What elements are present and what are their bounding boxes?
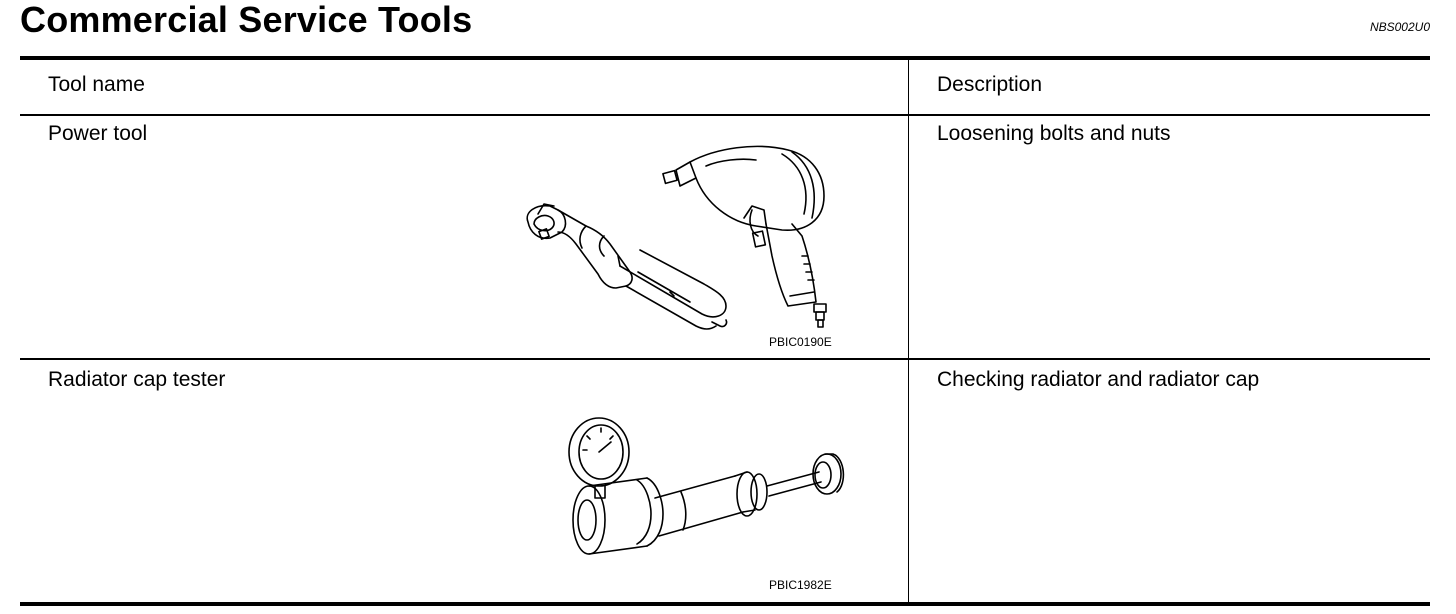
tool-name-cell: Power tool (48, 122, 148, 145)
figure-code: PBIC0190E (769, 335, 832, 349)
figure-code: PBIC1982E (769, 578, 832, 592)
page-title: Commercial Service Tools (20, 0, 473, 40)
header-description: Description (937, 73, 1043, 96)
tools-table: Tool name Description Power tool Looseni… (20, 56, 1430, 606)
header-row-line (20, 114, 1430, 116)
tool-name-cell: Radiator cap tester (48, 368, 226, 391)
column-divider (908, 60, 909, 602)
power-tool-illustration (520, 144, 840, 336)
radiator-cap-tester-illustration (547, 414, 857, 558)
row-separator (20, 358, 1430, 360)
description-cell: Loosening bolts and nuts (937, 122, 1171, 145)
document-code: NBS002U0 (1369, 20, 1430, 34)
header-tool-name: Tool name (48, 73, 145, 96)
description-cell: Checking radiator and radiator cap (937, 368, 1260, 391)
